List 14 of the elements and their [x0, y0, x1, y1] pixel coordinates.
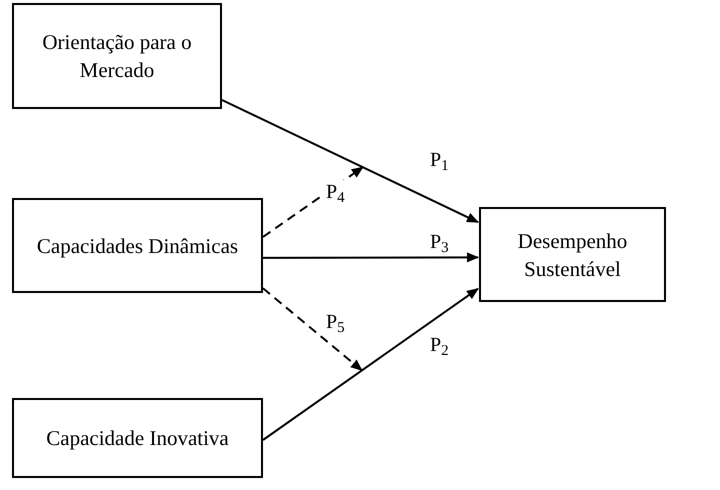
concept-box: [12, 3, 222, 109]
arrow: [262, 166, 364, 238]
arrow: [262, 287, 363, 372]
concept-box: [479, 207, 666, 302]
box-label: Capacidade Inovativa: [46, 425, 229, 452]
box-label: Capacidades Dinâmicas: [36, 232, 238, 260]
arrow: [262, 288, 479, 441]
box-label: Desempenho Sustentável: [516, 228, 628, 282]
edge-label: P$_{4}$: [324, 180, 347, 204]
arrow: [263, 252, 479, 262]
arrow: [222, 99, 479, 224]
box-label: Orientação para o Mercado: [41, 29, 193, 84]
concept-box: [12, 398, 263, 478]
concept-box: [12, 198, 263, 293]
